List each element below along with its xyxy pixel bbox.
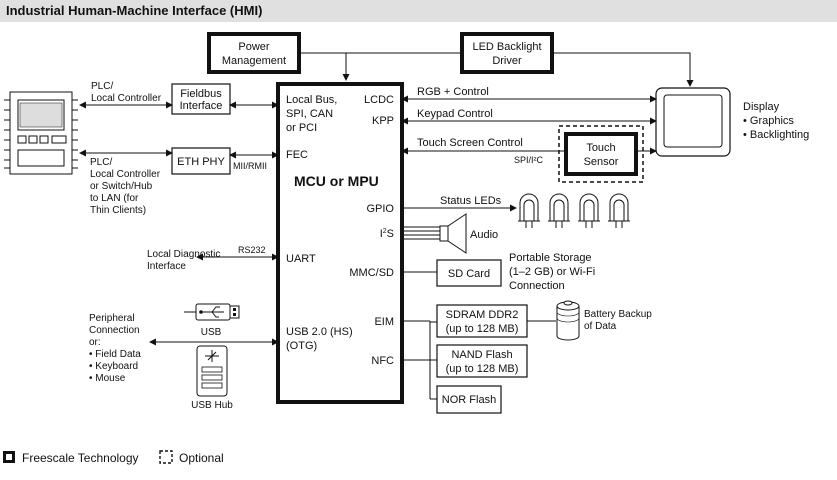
plc1-label-1: PLC/ (91, 81, 113, 92)
port-nfc: NFC (371, 355, 394, 367)
eth-phy-label: ETH PHY (177, 156, 225, 168)
touch-sensor-label-1: Touch (586, 142, 615, 154)
usb-hub-label: USB Hub (191, 400, 233, 411)
led-icon (518, 193, 540, 228)
led-icon (578, 193, 600, 228)
battery-label-2: of Data (584, 321, 617, 332)
fieldbus-interface-block: Fieldbus Interface (171, 83, 231, 115)
sdram-block: SDRAM DDR2 (up to 128 MB) (436, 304, 528, 338)
led-icon (548, 193, 570, 228)
peripheral-label-4: • Field Data (89, 349, 141, 360)
led-icon (608, 193, 630, 228)
led-label-1: LED Backlight (472, 41, 541, 53)
rs232-label: RS232 (238, 245, 266, 255)
plc2-label-1: PLC/ (90, 157, 112, 168)
legend-optional-swatch (159, 450, 173, 464)
status-leds-label: Status LEDs (440, 195, 502, 207)
sdram-label-1: SDRAM DDR2 (446, 309, 519, 321)
audio-label: Audio (470, 229, 498, 241)
nor-flash-block: NOR Flash (436, 385, 502, 414)
port-usb-2: (OTG) (286, 340, 317, 352)
plc-device-icon (4, 91, 78, 175)
portable-label-1: Portable Storage (509, 252, 592, 264)
peripheral-label-6: • Mouse (89, 373, 126, 384)
legend-optional-label: Optional (179, 451, 224, 465)
spi-i2c-label: SPI/I²C (514, 155, 544, 165)
touch-sensor-label-2: Sensor (584, 156, 619, 168)
optional-outline (558, 125, 644, 183)
eth-phy-block: ETH PHY (171, 147, 231, 175)
port-local-bus-1: Local Bus, (286, 94, 337, 106)
nor-label: NOR Flash (442, 394, 496, 406)
sdram-label-2: (up to 128 MB) (446, 323, 519, 335)
i2s-lines (402, 226, 440, 240)
plc2-label-4: to LAN (for (90, 193, 139, 204)
local-diag-label-1: Local Diagnostic (147, 249, 220, 260)
plc2-label-2: Local Controller (90, 169, 161, 180)
port-lcdc: LCDC (364, 94, 394, 106)
battery-label-1: Battery Backup (584, 309, 652, 320)
mcu-title: MCU or MPU (294, 173, 379, 189)
peripheral-label-2: Connection (89, 325, 140, 336)
port-uart: UART (286, 253, 316, 265)
sd-card-label: SD Card (448, 268, 490, 280)
local-diag-label-2: Interface (147, 261, 186, 272)
touch-ctrl-label: Touch Screen Control (417, 137, 523, 149)
mcu-block: Local Bus, SPI, CAN or PCI FEC MCU or MP… (276, 82, 404, 404)
nand-label-1: NAND Flash (451, 349, 512, 361)
fieldbus-label-2: Interface (180, 100, 223, 112)
port-i2s: I2S (380, 228, 394, 240)
power-label-2: Management (222, 55, 286, 67)
fieldbus-label-1: Fieldbus (180, 88, 222, 100)
speaker-icon (439, 213, 467, 254)
power-management-block: Power Management (207, 32, 301, 74)
port-gpio: GPIO (366, 203, 394, 215)
portable-label-2: (1–2 GB) or Wi-Fi (509, 266, 595, 278)
legend: Freescale Technology Optional (3, 450, 224, 465)
led-to-display-arrow (552, 52, 694, 87)
peripheral-label-5: • Keyboard (89, 361, 138, 372)
display-icon (655, 87, 731, 157)
portable-label-3: Connection (509, 280, 565, 292)
diagram-title: Industrial Human-Machine Interface (HMI) (0, 0, 837, 22)
led-backlight-driver-block: LED Backlight Driver (460, 32, 554, 74)
port-fec: FEC (286, 149, 308, 161)
usb-hub-icon (196, 345, 228, 397)
peripheral-label-3: or: (89, 337, 101, 348)
port-usb-1: USB 2.0 (HS) (286, 326, 353, 338)
port-kpp: KPP (372, 115, 394, 127)
usb-stick-icon (184, 303, 240, 321)
power-label-1: Power (238, 41, 270, 53)
usb-label: USB (201, 327, 222, 338)
port-local-bus-3: or PCI (286, 122, 317, 134)
mii-label: MII/RMII (233, 161, 267, 171)
port-local-bus-2: SPI, CAN (286, 108, 333, 120)
sd-card-block: SD Card (436, 259, 502, 287)
display-label-3: • Backlighting (743, 129, 809, 141)
plc2-label-3: or Switch/Hub (90, 181, 153, 192)
peripheral-label-1: Peripheral (89, 313, 135, 324)
keypad-label: Keypad Control (417, 108, 493, 120)
display-label-1: Display (743, 101, 780, 113)
display-label-2: • Graphics (743, 115, 794, 127)
plc2-label-5: Thin Clients) (90, 205, 146, 216)
port-eim: EIM (374, 316, 394, 328)
led-icons (518, 193, 630, 228)
port-mmc-sd: MMC/SD (349, 267, 394, 279)
legend-freescale-label: Freescale Technology (22, 451, 139, 465)
rgb-label: RGB + Control (417, 86, 489, 98)
nand-label-2: (up to 128 MB) (446, 363, 519, 375)
battery-icon (556, 300, 580, 341)
touch-sensor-block: Touch Sensor (564, 132, 638, 176)
nand-flash-block: NAND Flash (up to 128 MB) (436, 344, 528, 378)
plc1-label-2: Local Controller (91, 93, 162, 104)
led-label-2: Driver (492, 55, 522, 67)
